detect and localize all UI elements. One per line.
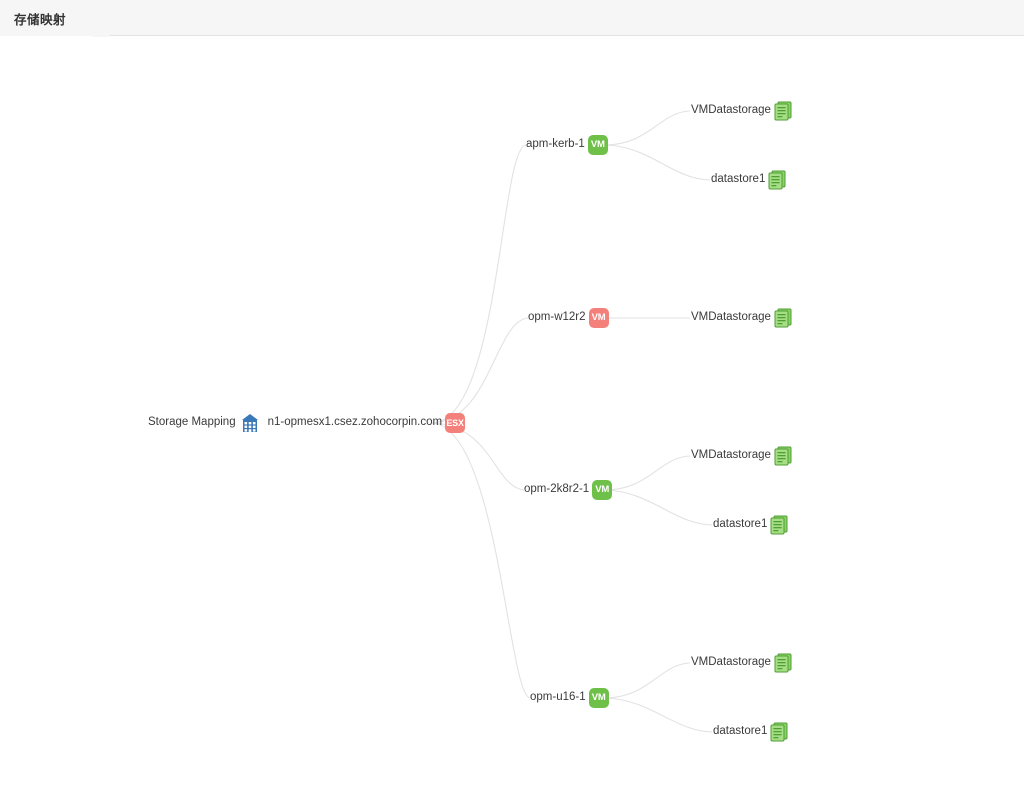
- node-datastore-vmdatastorage-1[interactable]: VMDatastorage: [691, 101, 792, 121]
- vm-badge: VM: [587, 135, 608, 155]
- datastore-label: VMDatastorage: [691, 656, 771, 669]
- node-datastore-datastore1-3[interactable]: datastore1: [713, 515, 788, 535]
- topology-canvas[interactable]: Storage Mapping n1-opmesx1.csez.zohocorp…: [0, 37, 1024, 785]
- node-vm-opm-u16-1[interactable]: opm-u16-1 VM: [530, 688, 609, 708]
- node-datastore-vmdatastorage-4[interactable]: VMDatastorage: [691, 653, 792, 673]
- datastore-label: VMDatastorage: [691, 311, 771, 324]
- root-prefix-label: Storage Mapping: [148, 416, 236, 429]
- tab-storage-mapping-label: 存储映射: [14, 12, 67, 27]
- root-host-label: n1-opmesx1.csez.zohocorpin.com: [267, 416, 443, 429]
- vm-opm-u16-1-label: opm-u16-1: [530, 691, 586, 704]
- node-datastore-datastore1-4[interactable]: datastore1: [713, 722, 788, 742]
- storage-icon: [774, 446, 792, 466]
- node-storage-mapping-root[interactable]: Storage Mapping n1-opmesx1.csez.zohocorp…: [148, 412, 466, 434]
- edge-opm-2k8r2-1-to-vmdatastorage: [605, 455, 691, 491]
- edge-esx-to-apm-kerb-1: [431, 144, 527, 424]
- storage-icon: [774, 101, 792, 121]
- vm-badge: VM: [588, 308, 609, 328]
- storage-icon: [768, 170, 786, 190]
- node-vm-opm-w12r2[interactable]: opm-w12r2 VM: [528, 308, 609, 328]
- edge-apm-kerb-1-to-vmdatastorage: [605, 110, 691, 146]
- esx-badge: ESX: [445, 413, 466, 433]
- tab-storage-mapping[interactable]: 存储映射: [0, 0, 110, 43]
- vm-opm-w12r2-label: opm-w12r2: [528, 311, 586, 324]
- datastore-label: datastore1: [713, 725, 768, 738]
- datastore-label: datastore1: [713, 518, 768, 531]
- edge-opm-2k8r2-1-to-datastore1: [605, 489, 713, 526]
- datastore-label: VMDatastorage: [691, 104, 771, 117]
- edge-opm-u16-1-to-datastore1: [605, 697, 713, 733]
- vm-apm-kerb-1-label: apm-kerb-1: [526, 138, 585, 151]
- node-datastore-vmdatastorage-2[interactable]: VMDatastorage: [691, 308, 792, 328]
- edge-esx-to-opm-u16-1: [431, 422, 531, 699]
- edge-esx-to-opm-w12r2: [431, 317, 529, 424]
- vm-badge: VM: [592, 480, 613, 500]
- datastore-label: datastore1: [711, 173, 766, 186]
- edge-apm-kerb-1-to-datastore1: [605, 144, 711, 181]
- node-vm-opm-2k8r2-1[interactable]: opm-2k8r2-1 VM: [524, 480, 613, 500]
- node-vm-apm-kerb-1[interactable]: apm-kerb-1 VM: [526, 135, 608, 155]
- edge-opm-u16-1-to-vmdatastorage: [605, 662, 691, 699]
- tab-bar: 存储映射: [0, 0, 1024, 43]
- node-datastore-vmdatastorage-3[interactable]: VMDatastorage: [691, 446, 792, 466]
- storage-icon: [770, 722, 788, 742]
- storage-icon: [770, 515, 788, 535]
- vm-badge: VM: [588, 688, 609, 708]
- node-datastore-datastore1-1[interactable]: datastore1: [711, 170, 786, 190]
- edge-layer: [431, 110, 713, 733]
- storage-icon: [774, 653, 792, 673]
- vm-opm-2k8r2-1-label: opm-2k8r2-1: [524, 483, 590, 496]
- building-icon: [241, 414, 258, 432]
- storage-icon: [774, 308, 792, 328]
- datastore-label: VMDatastorage: [691, 449, 771, 462]
